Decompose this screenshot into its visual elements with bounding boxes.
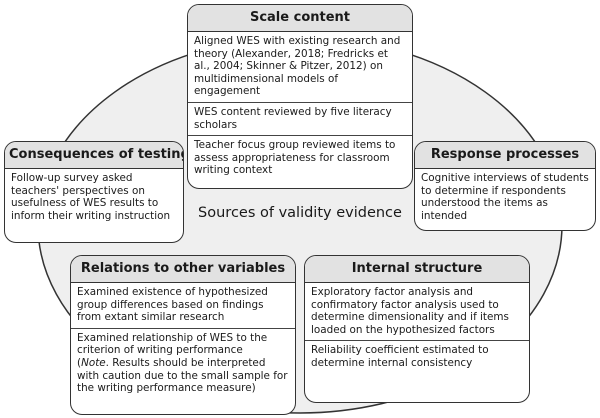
scale-content-title: Scale content xyxy=(188,5,412,32)
scale-content-box: Scale content Aligned WES with existing … xyxy=(187,4,413,189)
scale-content-item: WES content reviewed by five literacy sc… xyxy=(188,103,412,137)
relations-item: Examined relationship of WES to the crit… xyxy=(77,331,288,395)
note-text: . Results should be interpreted with cau… xyxy=(77,356,288,395)
consequences-of-testing-box: Consequences of testing Follow-up survey… xyxy=(4,141,184,243)
response-processes-item: Cognitive interviews of students to dete… xyxy=(421,172,589,222)
scale-content-item: Teacher focus group reviewed items to as… xyxy=(194,139,396,177)
internal-structure-title: Internal structure xyxy=(305,256,529,283)
internal-structure-item: Exploratory factor analysis and confirma… xyxy=(305,283,529,342)
consequences-item: Follow-up survey asked teachers' perspec… xyxy=(11,172,171,222)
scale-content-item: Aligned WES with existing research and t… xyxy=(188,32,412,103)
note-label: Note xyxy=(81,356,106,369)
response-processes-box: Response processes Cognitive interviews … xyxy=(414,141,596,231)
relations-title: Relations to other variables xyxy=(71,256,295,283)
consequences-of-testing-title: Consequences of testing xyxy=(5,142,183,169)
internal-structure-item: Reliability coefficient estimated to det… xyxy=(311,344,489,369)
relations-to-other-variables-box: Relations to other variables Examined ex… xyxy=(70,255,296,415)
internal-structure-box: Internal structure Exploratory factor an… xyxy=(304,255,530,403)
center-label: Sources of validity evidence xyxy=(198,205,402,221)
relations-item-text: Examined relationship of WES to the crit… xyxy=(77,331,268,357)
relations-item: Examined existence of hypothesized group… xyxy=(71,283,295,329)
response-processes-title: Response processes xyxy=(415,142,595,169)
